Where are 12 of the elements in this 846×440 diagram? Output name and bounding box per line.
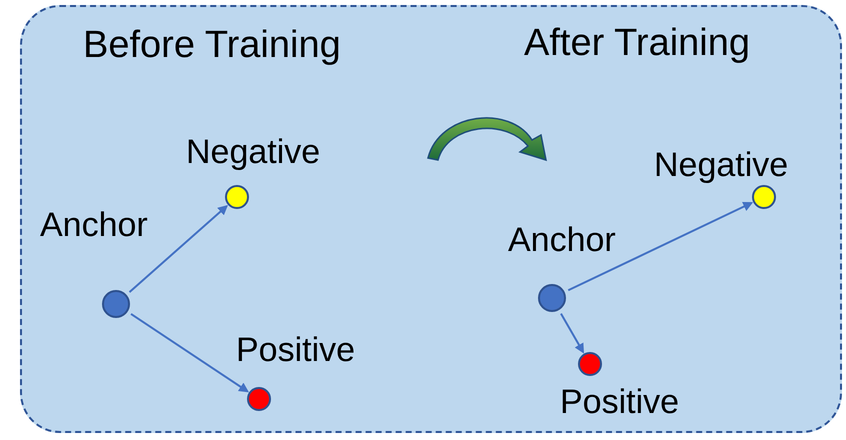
arrow — [568, 202, 754, 292]
point-label: Anchor — [508, 220, 616, 260]
arrow — [560, 313, 584, 354]
point-label: Positive — [236, 330, 356, 370]
section-title: Before Training — [83, 23, 341, 68]
point-label: Anchor — [40, 205, 148, 245]
arrow — [128, 204, 228, 293]
point-label: Negative — [186, 132, 320, 172]
section-title: After Training — [524, 21, 750, 66]
point-label: Negative — [654, 145, 788, 185]
point-label: Positive — [560, 382, 680, 422]
arrow — [130, 313, 249, 392]
